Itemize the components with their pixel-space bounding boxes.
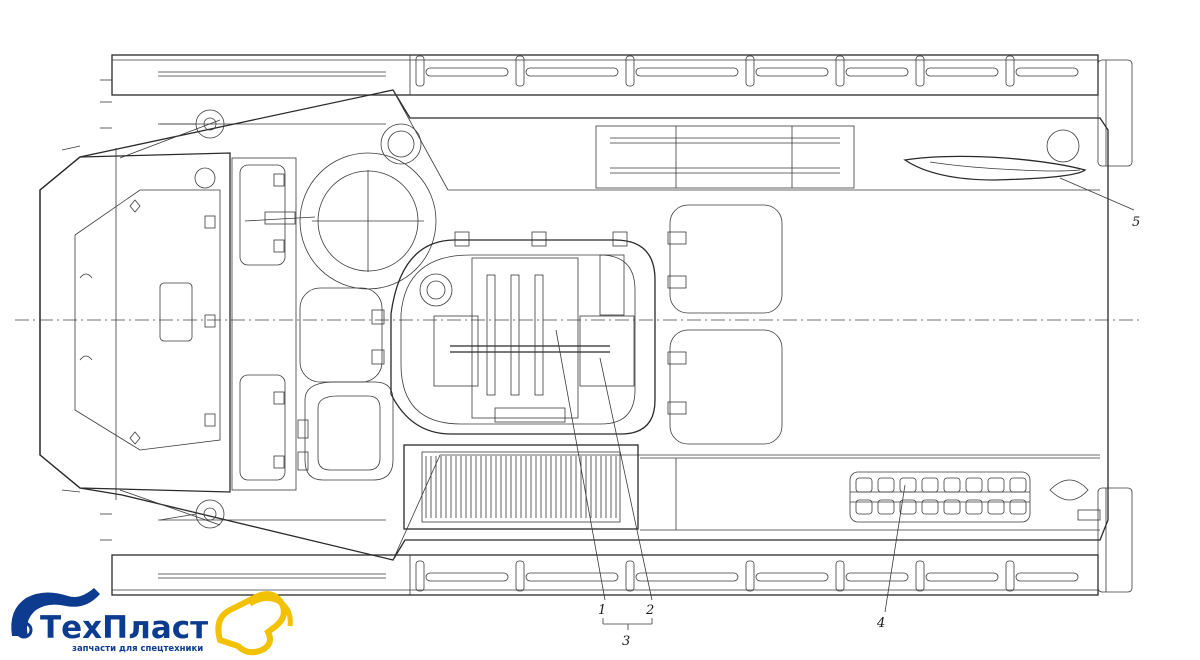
spare-track-link: [943, 499, 961, 515]
track-guard-bracket: [415, 55, 425, 87]
track-guard-bracket: [625, 55, 635, 87]
track-guard-bracket: [415, 560, 425, 592]
track-guard-segment: [425, 572, 509, 582]
logo-tagline: запчасти для спецтехники: [72, 644, 203, 654]
hull-outline: [39, 89, 1109, 561]
track-guard-segment: [635, 572, 739, 582]
leader-lines: [555, 177, 1135, 630]
commander-cupola: [299, 123, 437, 290]
track-guard-segment: [1015, 67, 1079, 77]
front-glacis-plate: [15, 152, 1140, 493]
spare-track-link: [965, 477, 983, 493]
track-guard-bracket: [1005, 55, 1015, 87]
grille-slats: [425, 456, 617, 518]
track-guard-bracket: [515, 560, 525, 592]
track-guard-bracket: [1005, 560, 1015, 592]
callout-3: 3: [622, 634, 630, 649]
callout-2: 2: [645, 603, 654, 618]
upper-track-segments: [415, 55, 1079, 87]
spare-track-link: [1009, 499, 1027, 515]
track-guard-segment: [845, 572, 909, 582]
track-guard-bracket: [745, 55, 755, 87]
track-guard-bracket: [915, 55, 925, 87]
lower-track-segments: [415, 560, 1079, 592]
spare-track-link: [899, 477, 917, 493]
spare-track-link: [965, 499, 983, 515]
track-guard-segment: [525, 572, 619, 582]
spare-track-link: [1009, 477, 1027, 493]
spare-track-link: [877, 477, 895, 493]
driver-compartment: [231, 157, 316, 491]
spare-track-link: [987, 477, 1005, 493]
upper-track-guard: [111, 54, 1133, 167]
track-guard-segment: [925, 67, 999, 77]
track-guard-segment: [845, 67, 909, 77]
track-guard-segment: [525, 67, 619, 77]
crew-hatches-left: [297, 287, 394, 481]
callout-4: 4: [876, 616, 885, 631]
headlight-mounts: [61, 79, 225, 541]
tow-cable: [903, 129, 1087, 181]
callout-1: 1: [598, 603, 606, 618]
track-links-icon: [849, 471, 1101, 523]
spare-track-link: [899, 499, 917, 515]
track-guard-bracket: [915, 560, 925, 592]
excavator-icon: [11, 588, 293, 656]
track-guard-segment: [425, 67, 509, 77]
callout-5: 5: [1132, 215, 1140, 230]
spare-track-link: [921, 477, 939, 493]
track-link-grid: [855, 477, 1027, 515]
track-guard-segment: [1015, 572, 1079, 582]
rear-tool-rack: [595, 125, 855, 189]
track-guard-segment: [635, 67, 739, 77]
company-logo: ТехПласт запчасти для спецтехники: [11, 588, 293, 656]
track-guard-bracket: [515, 55, 525, 87]
track-guard-segment: [925, 572, 999, 582]
track-guard-segment: [755, 67, 829, 77]
spare-track-link: [943, 477, 961, 493]
track-guard-bracket: [745, 560, 755, 592]
engine-access-hatch: [390, 231, 656, 435]
spare-track-link: [921, 499, 939, 515]
track-guard-bracket: [835, 560, 845, 592]
track-guard-bracket: [625, 560, 635, 592]
rear-hatches: [667, 204, 783, 445]
lower-track-guard: [111, 487, 1133, 596]
spare-track-link: [855, 477, 873, 493]
spare-track-link: [987, 499, 1005, 515]
radiator-grille-icon: [403, 444, 639, 530]
spare-track-link: [855, 499, 873, 515]
spare-track-link: [877, 499, 895, 515]
logo-name: ТехПласт: [40, 610, 208, 646]
track-guard-bracket: [835, 55, 845, 87]
track-guard-segment: [755, 572, 829, 582]
